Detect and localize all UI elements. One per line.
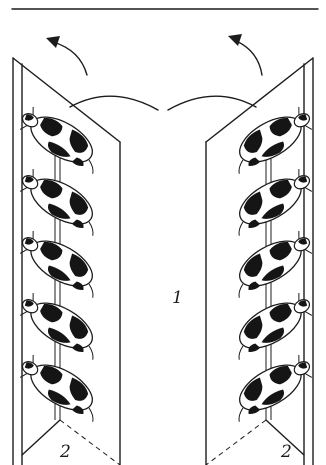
exit-arrow-icon xyxy=(46,36,87,75)
cow xyxy=(14,350,108,424)
gate-swing-arc xyxy=(168,96,256,110)
label-left-corner: 2 xyxy=(59,442,71,462)
cow xyxy=(14,164,108,238)
cow xyxy=(14,102,108,176)
gate-swing-arc xyxy=(70,96,158,110)
exit-arrow-icon xyxy=(228,34,262,75)
cow xyxy=(14,288,108,362)
label-center: 1 xyxy=(172,288,183,308)
left-cows xyxy=(14,102,108,424)
cow xyxy=(14,226,108,300)
label-right-corner: 2 xyxy=(280,442,292,462)
